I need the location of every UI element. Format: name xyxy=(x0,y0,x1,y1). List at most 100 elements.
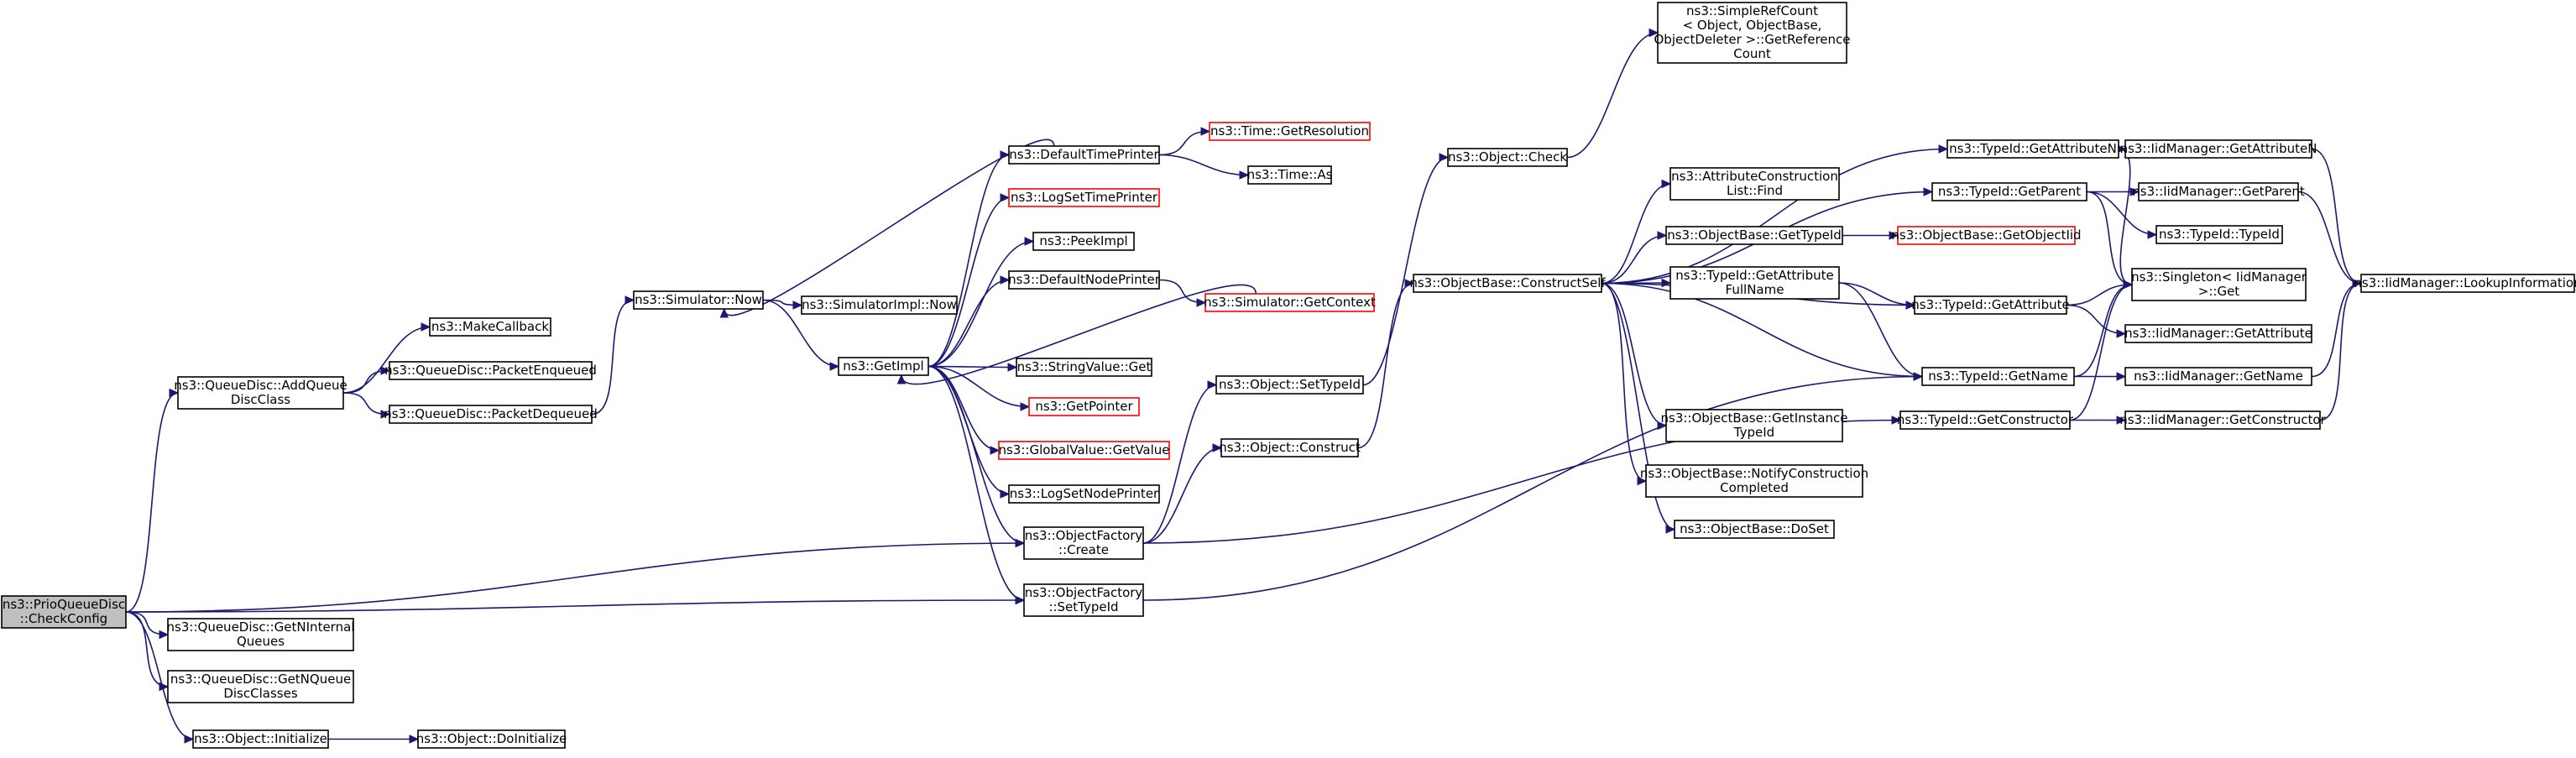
node-iidGetAttr[interactable]: ns3::IidManager::GetAttribute xyxy=(2124,324,2312,343)
node-timeAs[interactable]: ns3::Time::As xyxy=(1247,165,1333,185)
node-tidTypeId[interactable]: ns3::TypeId::TypeId xyxy=(2155,225,2283,244)
node-timeGetRes[interactable]: ns3::Time::GetResolution xyxy=(1209,122,1371,141)
node-root[interactable]: ns3::PrioQueueDisc::CheckConfig xyxy=(1,595,127,629)
edge-line xyxy=(1158,130,1210,156)
edge-arrowhead xyxy=(421,322,431,332)
node-iidLookup[interactable]: ns3::IidManager::LookupInformation xyxy=(2354,274,2576,293)
edge-line xyxy=(2311,148,2362,285)
node-label: ns3::TypeId::GetConstructor xyxy=(1897,412,2074,427)
node-box xyxy=(801,295,958,315)
node-label: ns3::IidManager::GetAttribute xyxy=(2124,326,2312,341)
edge-line xyxy=(724,139,1055,316)
node-iidGetConstructor[interactable]: ns3::IidManager::GetConstructor xyxy=(2119,410,2327,430)
node-ofSetTypeId[interactable]: ns3::ObjectFactory::SetTypeId xyxy=(1023,583,1144,617)
node-iidGetAttrN[interactable]: ns3::IidManager::GetAttributeN xyxy=(2120,139,2317,159)
node-box xyxy=(1931,182,2087,201)
node-label: ::SetTypeId xyxy=(1048,599,1118,614)
node-label: ns3::Object::DoInitialize xyxy=(416,731,567,746)
node-label: ::Create xyxy=(1058,542,1109,557)
node-box xyxy=(1209,122,1371,141)
node-simGetContext[interactable]: ns3::Simulator::GetContext xyxy=(1204,293,1376,312)
node-ofCreate[interactable]: ns3::ObjectFactory::Create xyxy=(1023,526,1144,560)
node-obNotify[interactable]: ns3::ObjectBase::NotifyConstructionCompl… xyxy=(1640,464,1868,498)
edge-line xyxy=(2297,191,2362,285)
edge-simNow-to-getImpl xyxy=(762,299,840,371)
edge-line xyxy=(125,611,194,740)
node-objSetTypeId[interactable]: ns3::Object::SetTypeId xyxy=(1215,375,1364,395)
edge-addQueue-to-pktEnq xyxy=(342,366,391,394)
node-simImplNow[interactable]: ns3::SimulatorImpl::Now xyxy=(801,295,958,315)
node-iidGetParent[interactable]: ns3::IidManager::GetParent xyxy=(2132,182,2305,201)
node-box xyxy=(177,376,344,410)
node-label: DiscClasses xyxy=(223,686,297,701)
node-tidGetName[interactable]: ns3::TypeId::GetName xyxy=(1921,367,2075,386)
node-obDoSet[interactable]: ns3::ObjectBase::DoSet xyxy=(1674,520,1835,539)
node-box xyxy=(2124,324,2312,343)
edge-line xyxy=(901,284,1257,385)
node-makeCallback[interactable]: ns3::MakeCallback xyxy=(429,317,551,337)
node-label: ::CheckConfig xyxy=(20,611,107,626)
node-doInit[interactable]: ns3::Object::DoInitialize xyxy=(416,729,567,749)
node-obGetObjectIid[interactable]: ns3::ObjectBase::GetObjectIid xyxy=(1891,226,2082,245)
node-tidGetParent[interactable]: ns3::TypeId::GetParent xyxy=(1931,182,2087,201)
node-constructSelf[interactable]: ns3::ObjectBase::ConstructSelf xyxy=(1409,274,1606,293)
node-objInit[interactable]: ns3::Object::Initialize xyxy=(192,729,329,749)
node-simNow[interactable]: ns3::Simulator::Now xyxy=(633,290,764,310)
edge-arrowhead xyxy=(1015,595,1026,605)
node-label: ns3::TypeId::GetName xyxy=(1928,369,2067,384)
node-peekImpl[interactable]: ns3::PeekImpl xyxy=(1032,232,1135,251)
node-logSetNode[interactable]: ns3::LogSetNodePrinter xyxy=(1008,484,1160,504)
node-box xyxy=(1032,232,1135,251)
node-singletonGet[interactable]: ns3::Singleton< IidManager>::Get xyxy=(2131,268,2307,301)
node-box xyxy=(1447,148,1568,167)
node-box xyxy=(1665,409,1843,442)
node-box xyxy=(2124,410,2321,430)
edge-tidGetAttrFull-to-tidGetName xyxy=(1838,282,1924,381)
edge-arrowhead xyxy=(2129,187,2140,196)
node-iidGetName[interactable]: ns3::IidManager::GetName xyxy=(2124,367,2312,386)
node-globalGetValue[interactable]: ns3::GlobalValue::GetValue xyxy=(998,441,1170,460)
edge-arrowhead xyxy=(1196,298,1207,307)
edge-line xyxy=(2066,304,2126,335)
edge-constructSelf-to-attrConstrFind xyxy=(1601,179,1672,285)
node-label: Count xyxy=(1733,46,1771,61)
node-label: ns3::ObjectBase::DoSet xyxy=(1680,521,1829,536)
node-box xyxy=(2124,139,2312,159)
edge-constructSelf-to-obGetTypeId xyxy=(1601,231,1668,285)
node-tidGetConstructor[interactable]: ns3::TypeId::GetConstructor xyxy=(1897,410,2074,430)
node-stringValueGet[interactable]: ns3::StringValue::Get xyxy=(1016,358,1152,377)
edge-arrowhead xyxy=(1889,231,1899,240)
node-getImpl[interactable]: ns3::GetImpl xyxy=(838,357,929,376)
node-objCheck[interactable]: ns3::Object::Check xyxy=(1447,148,1568,167)
node-objConstruct[interactable]: ns3::Object::Construct xyxy=(1219,438,1361,457)
node-defNodePrinter[interactable]: ns3::DefaultNodePrinter xyxy=(1008,270,1161,290)
edge-getImpl-to-getPointer xyxy=(927,365,1031,411)
node-obGetTypeId[interactable]: ns3::ObjectBase::GetTypeId xyxy=(1665,226,1843,245)
node-tidGetAttr[interactable]: ns3::TypeId::GetAttribute xyxy=(1911,295,2070,315)
edge-tidGetName-to-singletonGet xyxy=(2073,280,2134,378)
node-label: ns3::LogSetTimePrinter xyxy=(1011,190,1158,205)
edge-line xyxy=(1142,447,1222,544)
edge-arrowhead xyxy=(1212,443,1223,452)
node-box xyxy=(1674,520,1835,539)
node-defTimePrinter[interactable]: ns3::DefaultTimePrinter xyxy=(1008,145,1160,165)
edge-arrowhead xyxy=(1913,372,1924,381)
node-logSetTime[interactable]: ns3::LogSetTimePrinter xyxy=(1008,188,1160,207)
edge-arrowhead xyxy=(1657,421,1668,431)
node-label: ns3::Time::GetResolution xyxy=(1210,123,1369,139)
edge-simGetContext-to-getImpl xyxy=(896,284,1257,385)
node-pktDeq[interactable]: ns3::QueueDisc::PacketDequeued xyxy=(384,405,598,424)
node-pktEnq[interactable]: ns3::QueueDisc::PacketEnqueued xyxy=(384,361,597,380)
node-getPointer[interactable]: ns3::GetPointer xyxy=(1028,397,1140,416)
node-simpleRefCount[interactable]: ns3::SimpleRefCount< Object, ObjectBase,… xyxy=(1654,2,1851,64)
edge-arrowhead xyxy=(1923,187,1934,196)
node-tidGetAttrN[interactable]: ns3::TypeId::GetAttributeN xyxy=(1946,139,2119,159)
node-label: ns3::QueueDisc::PacketDequeued xyxy=(384,406,598,421)
edge-defNodePrinter-to-simGetContext xyxy=(1158,279,1207,307)
